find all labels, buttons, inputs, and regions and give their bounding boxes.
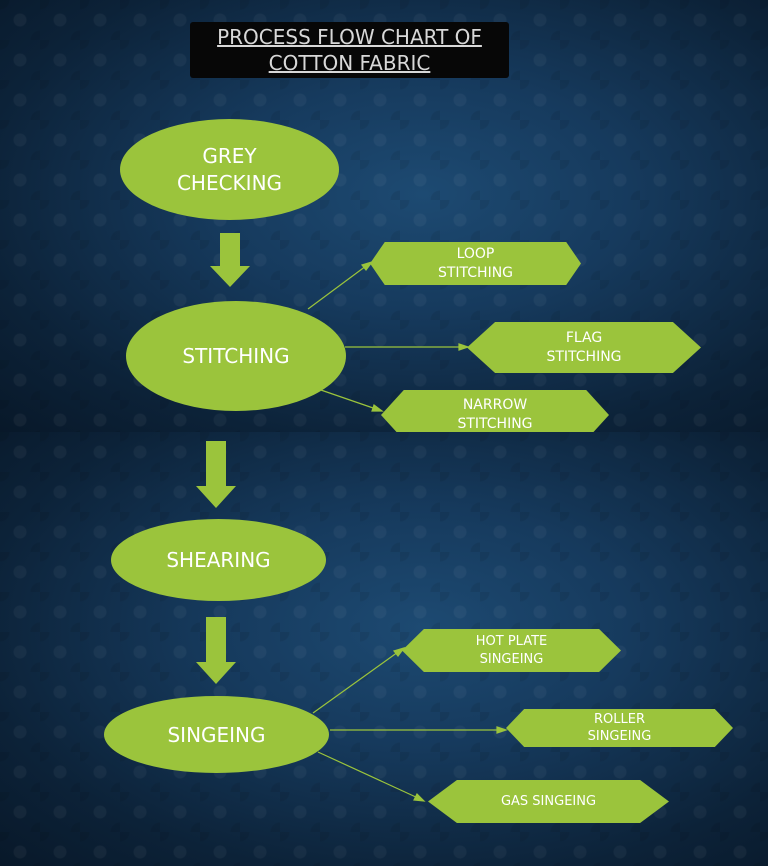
singeing-label: SINGEING [167, 722, 266, 747]
node-hot-plate-singeing: HOT PLATE SINGEING [402, 629, 621, 672]
connectors-top [210, 233, 470, 412]
node-shearing: SHEARING [111, 519, 326, 601]
node-singeing: SINGEING [104, 696, 329, 773]
narrow-stitching-line2: STITCHING [457, 416, 533, 432]
roller-line1: ROLLER [593, 712, 645, 727]
gas-singeing-label: GAS SINGEING [500, 794, 597, 809]
flag-stitching-line1: FLAG [565, 329, 603, 346]
roller-line2: SINGEING [587, 729, 652, 744]
stitching-label: STITCHING [182, 344, 290, 368]
down-arrow-icon [196, 617, 236, 684]
connector-gas [317, 751, 419, 799]
node-narrow-stitching: NARROW STITCHING [381, 390, 609, 432]
node-loop-stitching: LOOP STITCHING [370, 242, 581, 285]
down-arrow-icon [210, 233, 250, 287]
connector-loop [307, 265, 367, 310]
connector-narrow [317, 388, 377, 410]
chart-title-line1: PROCESS FLOW CHART OF [217, 25, 482, 49]
chart-title: PROCESS FLOW CHART OF COTTON FABRIC [190, 22, 509, 78]
hot-plate-line2: SINGEING [479, 651, 544, 667]
node-roller-singeing: ROLLER SINGEING [506, 709, 733, 747]
connector-hot-plate [312, 651, 399, 714]
hot-plate-line1: HOT PLATE [475, 633, 548, 649]
narrow-stitching-line1: NARROW [462, 397, 528, 413]
connectors-bottom [196, 441, 508, 802]
slide-bottom: SHEARING SINGEING HOT PLATE SINGEING ROL… [0, 432, 768, 866]
down-arrow-icon [196, 441, 236, 508]
grey-checking-line1: GREY [202, 143, 257, 168]
node-grey-checking: GREY CHECKING [120, 119, 339, 220]
grey-checking-line2: CHECKING [176, 170, 283, 195]
chart-title-line2: COTTON FABRIC [268, 51, 431, 75]
shearing-label: SHEARING [166, 548, 271, 572]
node-stitching: STITCHING [126, 301, 346, 411]
loop-stitching-line2: STITCHING [437, 264, 514, 281]
node-flag-stitching: FLAG STITCHING [467, 322, 701, 373]
flag-stitching-line2: STITCHING [546, 348, 622, 365]
node-gas-singeing: GAS SINGEING [428, 780, 669, 823]
slide-top: PROCESS FLOW CHART OF COTTON FABRIC GREY… [0, 0, 768, 432]
loop-stitching-line1: LOOP [456, 245, 495, 262]
